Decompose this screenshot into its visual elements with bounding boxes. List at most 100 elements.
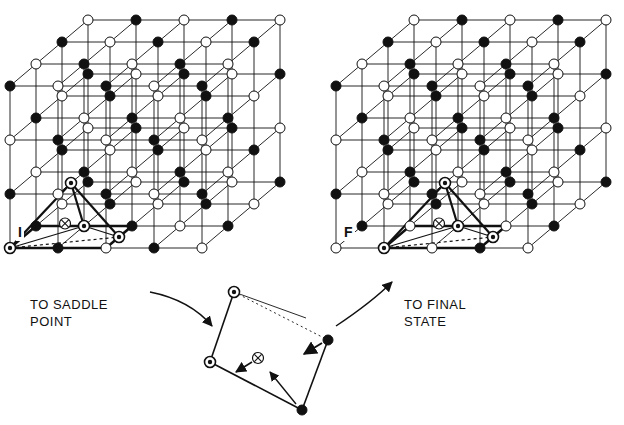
black-atom — [249, 37, 259, 47]
white-atom — [127, 59, 137, 69]
white-atom — [383, 199, 393, 209]
lattice-line — [484, 42, 485, 204]
white-atom — [431, 145, 441, 155]
black-atom — [105, 91, 115, 101]
white-atom — [457, 177, 467, 187]
black-atom — [549, 113, 559, 123]
black-atom — [405, 59, 415, 69]
black-atom — [357, 113, 367, 123]
lattice-line — [154, 20, 232, 86]
white-atom — [501, 221, 511, 231]
lattice-line — [202, 86, 203, 248]
white-atom — [379, 189, 389, 199]
black-atom — [297, 405, 307, 415]
lattice-line — [10, 86, 11, 248]
black-atom — [31, 221, 41, 231]
vacancy-cross — [254, 354, 261, 361]
black-atom — [127, 113, 137, 123]
black-atom — [409, 69, 419, 79]
lattice-line — [384, 74, 462, 140]
black-atom — [57, 145, 67, 155]
lattice-line — [10, 20, 88, 86]
black-atom — [527, 91, 537, 101]
lattice-line — [528, 20, 606, 86]
lattice-line — [184, 20, 185, 182]
white-atom — [175, 113, 185, 123]
white-atom — [405, 221, 415, 231]
vacancy-symbol — [60, 218, 71, 229]
lattice-line — [132, 64, 133, 226]
lattice-line — [202, 128, 280, 194]
lattice-line — [336, 86, 337, 248]
black-atom — [101, 81, 111, 91]
white-atom — [5, 243, 15, 253]
white-atom — [227, 177, 237, 187]
lattice-line — [336, 74, 414, 140]
lattice-line — [10, 74, 88, 140]
marked-atom — [453, 221, 464, 232]
lattice-line — [154, 182, 232, 248]
outline-line — [210, 362, 302, 410]
black-atom — [249, 145, 259, 155]
marked-atom-core — [8, 246, 12, 250]
white-atom — [427, 135, 437, 145]
black-atom — [549, 221, 559, 231]
lattice-line — [336, 128, 414, 194]
white-atom — [179, 123, 189, 133]
lattice-line — [362, 64, 363, 226]
white-atom — [527, 37, 537, 47]
white-atom — [223, 167, 233, 177]
black-atom — [175, 59, 185, 69]
transition-arrow — [336, 282, 392, 326]
black-atom — [457, 15, 467, 25]
black-atom — [131, 123, 141, 133]
white-atom — [383, 91, 393, 101]
lattice-line — [58, 86, 59, 248]
lattice-line — [480, 128, 558, 194]
lattice-line — [432, 182, 510, 248]
white-atom — [427, 243, 437, 253]
white-atom — [331, 135, 341, 145]
white-atom — [5, 135, 15, 145]
black-atom — [427, 189, 437, 199]
white-atom — [249, 199, 259, 209]
black-atom — [105, 199, 115, 209]
white-atom — [505, 15, 515, 25]
lattice-line — [558, 20, 559, 182]
marked-atom-core — [456, 224, 460, 228]
vacancy-cross — [61, 220, 68, 227]
white-atom — [131, 177, 141, 187]
black-atom — [501, 167, 511, 177]
lattice-line — [432, 74, 510, 140]
white-atom — [197, 243, 207, 253]
black-atom — [57, 37, 67, 47]
white-atom — [527, 145, 537, 155]
lattice-line — [528, 182, 606, 248]
white-atom — [275, 15, 285, 25]
lattice-line — [528, 86, 529, 248]
black-atom — [149, 243, 159, 253]
lattice-line — [336, 20, 414, 86]
black-atom — [53, 243, 63, 253]
white-atom — [31, 167, 41, 177]
motion-arrow — [270, 372, 296, 404]
marked-atom-core — [443, 181, 447, 185]
white-atom — [357, 167, 367, 177]
black-atom — [331, 81, 341, 91]
black-atom — [457, 123, 467, 133]
lattice-line — [202, 182, 280, 248]
vacancy-cross — [61, 220, 68, 227]
white-atom — [479, 199, 489, 209]
lattice-line — [36, 64, 37, 226]
marked-atom — [79, 221, 90, 232]
white-atom — [53, 189, 63, 199]
outline-line — [234, 292, 306, 318]
white-atom — [227, 69, 237, 79]
lattice-line — [432, 86, 433, 248]
white-atom — [105, 37, 115, 47]
lattice-line — [10, 182, 88, 248]
white-atom — [501, 113, 511, 123]
white-atom — [331, 243, 341, 253]
lattice-line — [480, 74, 558, 140]
white-atom — [431, 37, 441, 47]
